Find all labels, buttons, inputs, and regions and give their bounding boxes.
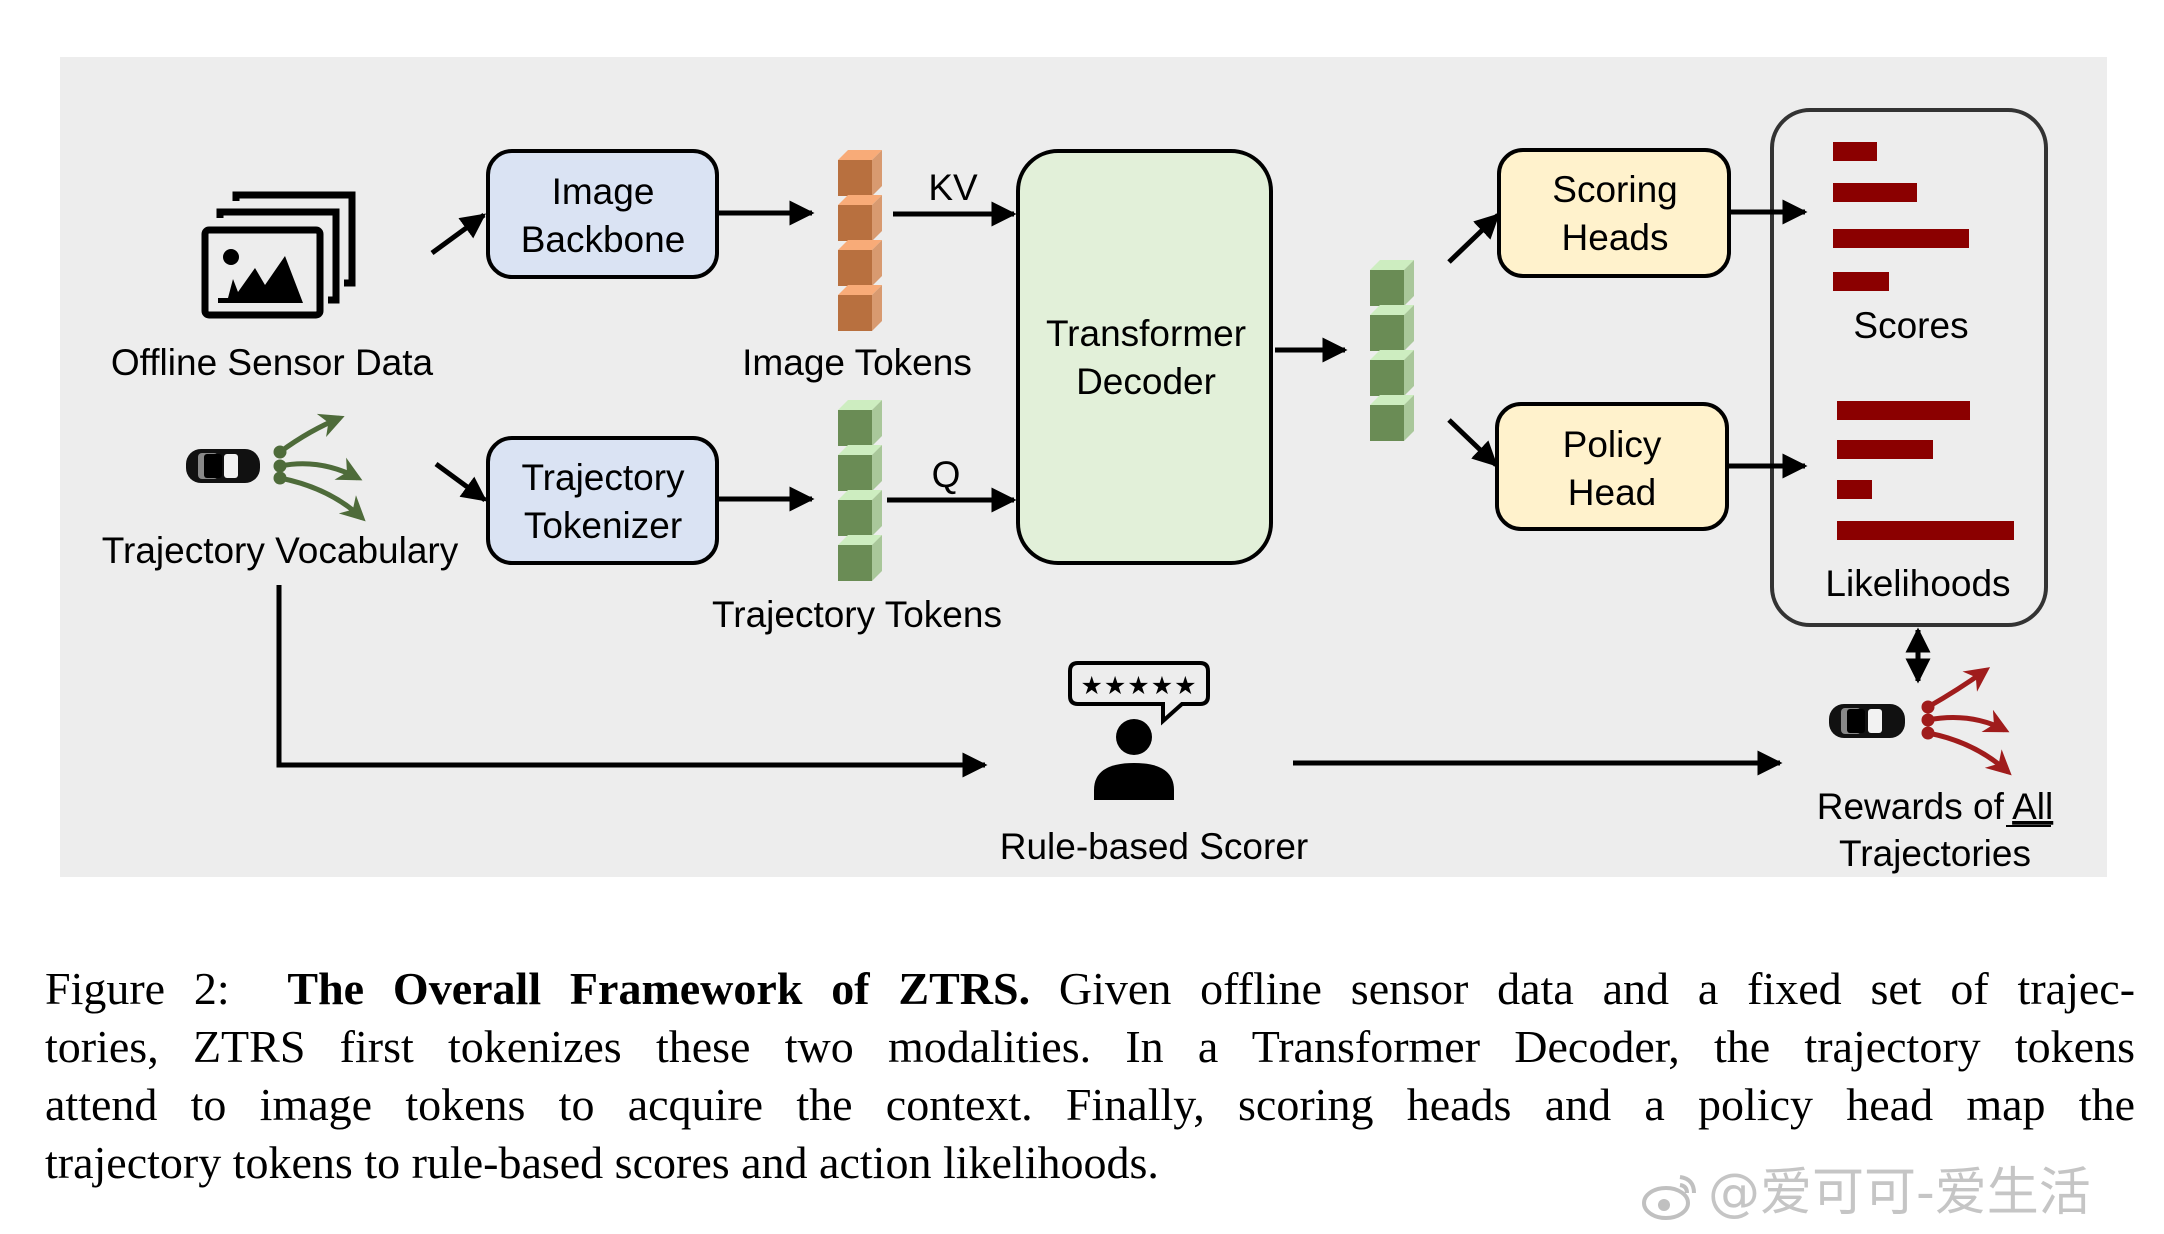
caption-figure-number: Figure 2: bbox=[45, 963, 230, 1014]
watermark: @爱可可-爱生活 bbox=[1640, 1150, 2091, 1225]
trajectory-vocab-icon bbox=[273, 413, 366, 522]
outputs-container bbox=[1770, 108, 2048, 627]
arrow-vocab-to-tokenizer bbox=[434, 461, 488, 503]
person-body-icon bbox=[1094, 763, 1174, 800]
trajectory-tokens-stack bbox=[838, 400, 882, 581]
trajectory-vocabulary-label: Trajectory Vocabulary bbox=[102, 530, 459, 571]
likelihood-bar bbox=[1837, 440, 1933, 459]
trajectory-tokens-label: Trajectory Tokens bbox=[712, 594, 1002, 635]
output-tokens-stack bbox=[1370, 260, 1414, 441]
score-bar bbox=[1833, 183, 1917, 202]
likelihoods-label: Likelihoods bbox=[1825, 563, 2010, 604]
caption-line-3: attend to image tokens to acquire the co… bbox=[45, 1079, 2135, 1130]
output-token bbox=[1370, 395, 1414, 441]
person-head-icon bbox=[1116, 719, 1152, 755]
svg-text:Decoder: Decoder bbox=[1076, 361, 1216, 402]
watermark-text: @爱可可-爱生活 bbox=[1708, 1163, 2091, 1223]
trajectory-token bbox=[838, 490, 882, 536]
trajectory-token bbox=[838, 445, 882, 491]
image-gallery-icon bbox=[201, 191, 356, 319]
svg-text:Head: Head bbox=[1568, 472, 1656, 513]
trajectory-token bbox=[838, 535, 882, 581]
arrow-vocab-to-scorer bbox=[276, 585, 988, 778]
likelihood-bars bbox=[1837, 401, 2014, 540]
rewards-all-emph: All bbox=[2012, 786, 2053, 827]
svg-text:Transformer: Transformer bbox=[1046, 313, 1246, 354]
image-tokens-label: Image Tokens bbox=[742, 342, 972, 383]
framework-diagram: Offline Sensor Data Trajectory Vocabular… bbox=[60, 57, 2107, 877]
rule-based-scorer-icon: ★★★★★ bbox=[1068, 661, 1210, 800]
sensor-data-label: Offline Sensor Data bbox=[111, 342, 434, 383]
kv-label: KV bbox=[928, 167, 978, 208]
arrow-to-policy-head bbox=[1447, 418, 1498, 467]
image-backbone-box: Image Backbone bbox=[486, 149, 719, 279]
svg-text:Trajectory: Trajectory bbox=[521, 457, 685, 498]
reward-trajectories-icon bbox=[1921, 667, 2012, 776]
output-token bbox=[1370, 305, 1414, 351]
arrow-to-scoring-heads bbox=[1447, 213, 1500, 264]
rewards-label-line2: Trajectories bbox=[1839, 833, 2031, 874]
svg-text:Scoring: Scoring bbox=[1552, 169, 1677, 210]
scoring-heads-box: Scoring Heads bbox=[1497, 148, 1731, 278]
stars-rating: ★★★★★ bbox=[1080, 671, 1197, 700]
caption-line-1: Figure 2: The Overall Framework of ZTRS.… bbox=[45, 960, 2135, 1018]
reward-car-icon bbox=[1829, 704, 1905, 738]
svg-text:Backbone: Backbone bbox=[521, 219, 686, 260]
svg-text:Policy: Policy bbox=[1563, 424, 1662, 465]
output-token bbox=[1370, 350, 1414, 396]
likelihood-bar bbox=[1837, 521, 2014, 540]
image-token bbox=[838, 240, 882, 286]
rewards-label-line1: Rewards of All bbox=[1817, 786, 2054, 827]
q-label: Q bbox=[932, 454, 961, 495]
trajectory-tokenizer-box: Trajectory Tokenizer bbox=[486, 436, 719, 565]
output-token bbox=[1370, 260, 1414, 306]
scores-bars bbox=[1833, 142, 1969, 291]
image-tokens-stack bbox=[838, 150, 882, 331]
arrow-sensor-to-backbone bbox=[430, 212, 487, 256]
caption-title: The Overall Framework of ZTRS. bbox=[287, 963, 1031, 1014]
car-icon bbox=[186, 449, 260, 483]
svg-text:Heads: Heads bbox=[1562, 217, 1669, 258]
score-bar bbox=[1833, 142, 1877, 161]
caption-line-4: trajectory tokens to rule-based scores a… bbox=[45, 1137, 1159, 1188]
score-bar bbox=[1833, 272, 1889, 291]
trajectory-token bbox=[838, 400, 882, 446]
image-token bbox=[838, 150, 882, 196]
caption-line-2: tories, ZTRS first tokenizes these two m… bbox=[45, 1021, 2135, 1072]
svg-text:Tokenizer: Tokenizer bbox=[524, 505, 682, 546]
scores-label: Scores bbox=[1853, 305, 1968, 346]
weibo-logo-icon bbox=[1642, 1175, 1696, 1220]
likelihood-bar bbox=[1837, 480, 1872, 499]
transformer-decoder-box: Transformer Decoder bbox=[1016, 149, 1273, 565]
caption-text-1: Given offline sensor data and a fixed se… bbox=[1030, 963, 2136, 1014]
image-token bbox=[838, 195, 882, 241]
image-token bbox=[838, 285, 882, 331]
score-bar bbox=[1833, 229, 1969, 248]
policy-head-box: Policy Head bbox=[1495, 402, 1729, 531]
figure-caption: Figure 2: The Overall Framework of ZTRS.… bbox=[45, 960, 2135, 1192]
svg-text:Image: Image bbox=[552, 171, 655, 212]
likelihood-bar bbox=[1837, 401, 1970, 420]
rule-based-scorer-label: Rule-based Scorer bbox=[1000, 826, 1308, 867]
